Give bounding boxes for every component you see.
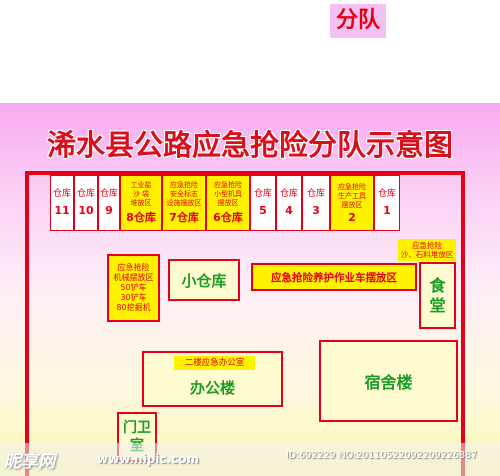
watermark-id: ID:692229 NO:20110522092209226387 [286, 450, 478, 461]
warehouse-label: 应急抢险 小型机具 摆放区 [214, 181, 242, 207]
canteen: 食 堂 [419, 262, 456, 329]
warehouse-number: 9 [105, 204, 113, 217]
diagram-title: 浠水县公路应急抢险分队示意图 [46, 128, 453, 162]
warehouse-number: 5 [259, 204, 267, 217]
office-floor-label: 二楼应急办公室 [174, 356, 255, 370]
warehouse-label: 仓库 [76, 189, 95, 199]
office-building: 二楼应急办公室 办公楼 [142, 351, 283, 407]
warehouse-label: 仓库 [377, 189, 396, 199]
warehouse-label: 仓库 [99, 189, 118, 199]
site-boundary [25, 171, 465, 476]
warehouse-label: 仓库 [52, 189, 71, 199]
warehouse-label: 工业盐 沙 袋 堆放区 [130, 181, 152, 207]
watermark-bar [0, 443, 500, 476]
warehouse-label: 应急抢险 生产工具 摆放区 [338, 182, 366, 209]
warehouse-10: 仓库 10 [74, 175, 98, 231]
warehouse-2: 应急抢险 生产工具 摆放区 2 [330, 175, 374, 231]
warehouse-number: 7仓库 [169, 211, 199, 224]
vehicle-parking-area: 应急抢险养护作业车摆放区 [251, 263, 417, 291]
warehouse-number: 3 [312, 204, 320, 217]
warehouse-11: 仓库 11 [50, 175, 74, 231]
dormitory-building: 宿舍楼 [319, 340, 458, 422]
warehouse-label: 仓库 [279, 189, 298, 199]
warehouse-number: 1 [383, 204, 391, 217]
small-warehouse: 小仓库 [168, 259, 240, 301]
warehouse-1: 仓库 1 [374, 175, 400, 231]
top-caption: 分队 [330, 4, 386, 38]
warehouse-8: 工业盐 沙 袋 堆放区 8仓库 [120, 175, 162, 231]
warehouse-7: 应急抢险 安全标志 设施摆放区 7仓库 [162, 175, 206, 231]
warehouse-number: 4 [285, 204, 293, 217]
warehouse-label: 仓库 [253, 189, 272, 199]
sand-stone-area: 应急抢险 沙、石料堆放区 [398, 239, 456, 261]
warehouse-label: 仓库 [306, 189, 325, 199]
warehouse-number: 10 [78, 204, 94, 217]
warehouse-3: 仓库 3 [302, 175, 330, 231]
warehouse-number: 2 [348, 210, 356, 224]
warehouse-4: 仓库 4 [276, 175, 302, 231]
watermark-url: www.nipic.com [97, 452, 199, 466]
watermark-logo: 昵享网 [4, 452, 55, 472]
warehouse-9: 仓库 9 [98, 175, 120, 231]
machinery-area: 应急抢险 机械摆放区 50铲车 30铲车 80挖掘机 [107, 254, 160, 322]
warehouse-label: 应急抢险 安全标志 设施摆放区 [166, 181, 202, 207]
warehouse-6: 应急抢险 小型机具 摆放区 6仓库 [206, 175, 250, 231]
warehouse-number: 11 [54, 204, 70, 217]
warehouse-5: 仓库 5 [250, 175, 276, 231]
warehouse-number: 6仓库 [213, 211, 243, 224]
warehouse-number: 8仓库 [126, 211, 156, 224]
office-name: 办公楼 [189, 379, 235, 397]
